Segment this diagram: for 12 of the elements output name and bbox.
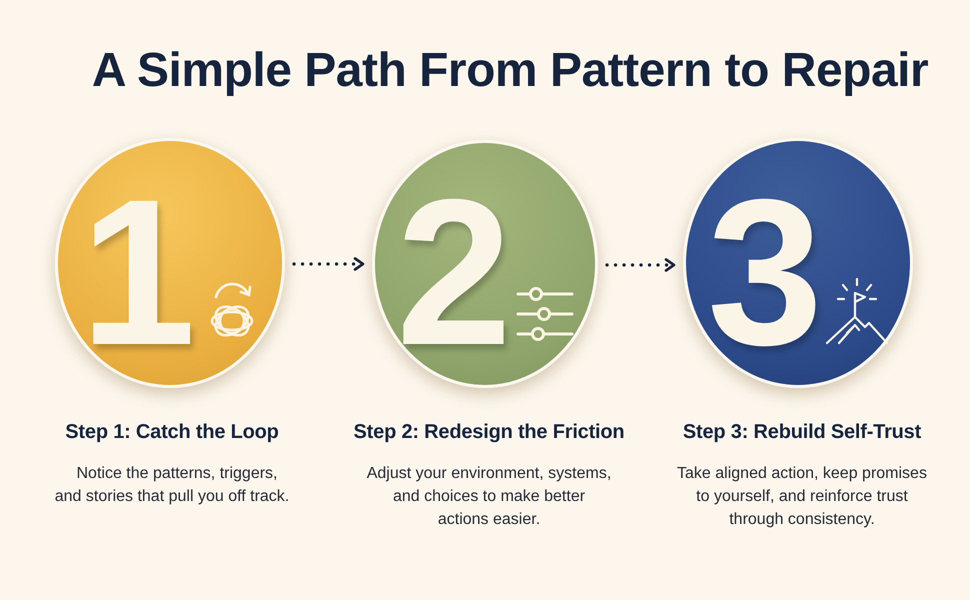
step-heading: Step 1: Catch the Loop (64, 420, 280, 445)
dotted-arrow (292, 257, 365, 271)
dotted-arrow (605, 258, 676, 272)
step-number: 3 (707, 169, 823, 377)
step-number: 1 (80, 169, 196, 377)
step-heading: Step 2: Redesign the Friction (352, 420, 626, 445)
step-description: Notice the patterns, triggers, and stories that pull you off track. (54, 464, 290, 507)
step-heading: Step 3: Rebuild Self-Trust (682, 420, 922, 445)
title: A Simple Path From Pattern to Repair (90, 43, 930, 99)
step-description: Adjust your environment, systems, and choices to make better actions easier. (366, 464, 612, 530)
step-number: 2 (396, 169, 512, 377)
step-description: Take aligned action, keep promises to yourself, and reinforce trust through consistency. (676, 464, 928, 530)
